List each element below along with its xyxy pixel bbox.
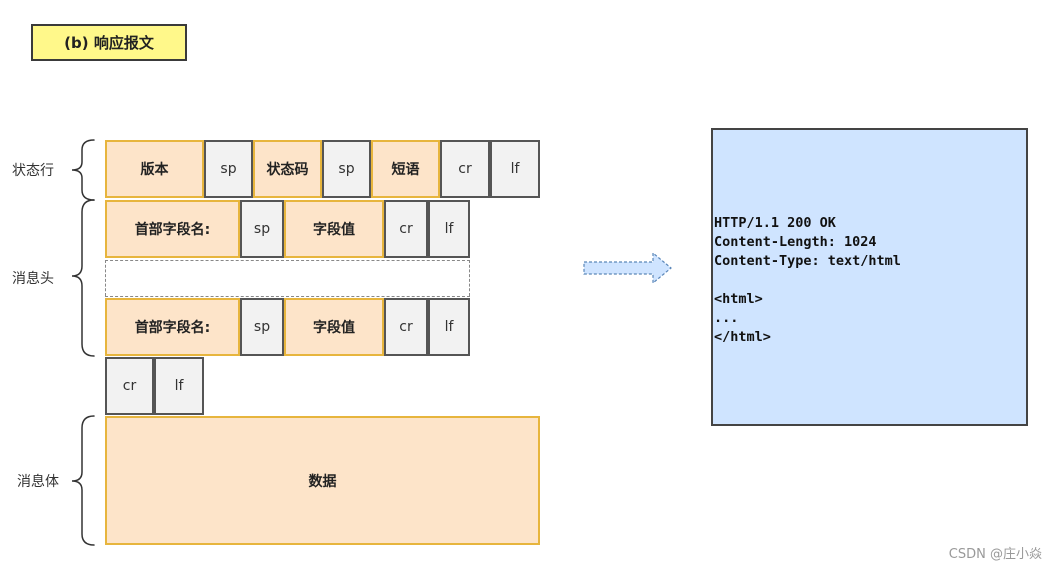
header-sp-cell: sp [240,200,284,258]
status-lf-cell: lf [490,140,540,198]
header-gap-left-line [105,260,106,296]
header-lf-cell: lf [428,298,470,356]
header-value-cell: 字段值 [284,298,384,356]
header-name-cell: 首部字段名: [105,298,240,356]
header-cr-cell: cr [384,298,428,356]
status-cr-cell: cr [440,140,490,198]
message-line: Content-Type: text/html [714,253,901,269]
brace-status-line [71,139,95,201]
example-response-box: HTTP/1.1 200 OK Content-Length: 1024 Con… [711,128,1028,426]
diagram-title: (b) 响应报文 [31,24,187,61]
status-sp2-cell: sp [322,140,371,198]
header-sp-cell: sp [240,298,284,356]
label-header: 消息头 [12,271,54,287]
status-code-cell: 状态码 [253,140,322,198]
message-line: HTTP/1.1 200 OK [714,215,836,231]
label-status-line: 状态行 [12,163,54,179]
message-line: ... [714,310,739,326]
header-cr-cell: cr [384,200,428,258]
header-gap-bottom-line [105,296,470,297]
watermark: CSDN @庄小焱 [948,547,1042,562]
header-name-cell: 首部字段名: [105,200,240,258]
status-sp1-cell: sp [204,140,253,198]
brace-body [71,415,95,546]
header-value-cell: 字段值 [284,200,384,258]
empty-line-lf-cell: lf [154,357,204,415]
message-line: Content-Length: 1024 [714,234,877,250]
right-arrow-icon [583,251,672,285]
header-gap-right-line [469,260,470,296]
header-gap-top-line [105,260,470,261]
message-line: <html> [714,291,763,307]
status-version-cell: 版本 [105,140,204,198]
brace-header [71,199,95,357]
body-data-cell: 数据 [105,416,540,545]
header-lf-cell: lf [428,200,470,258]
empty-line-cr-cell: cr [105,357,154,415]
status-phrase-cell: 短语 [371,140,440,198]
label-body: 消息体 [17,474,59,490]
message-line: </html> [714,329,771,345]
